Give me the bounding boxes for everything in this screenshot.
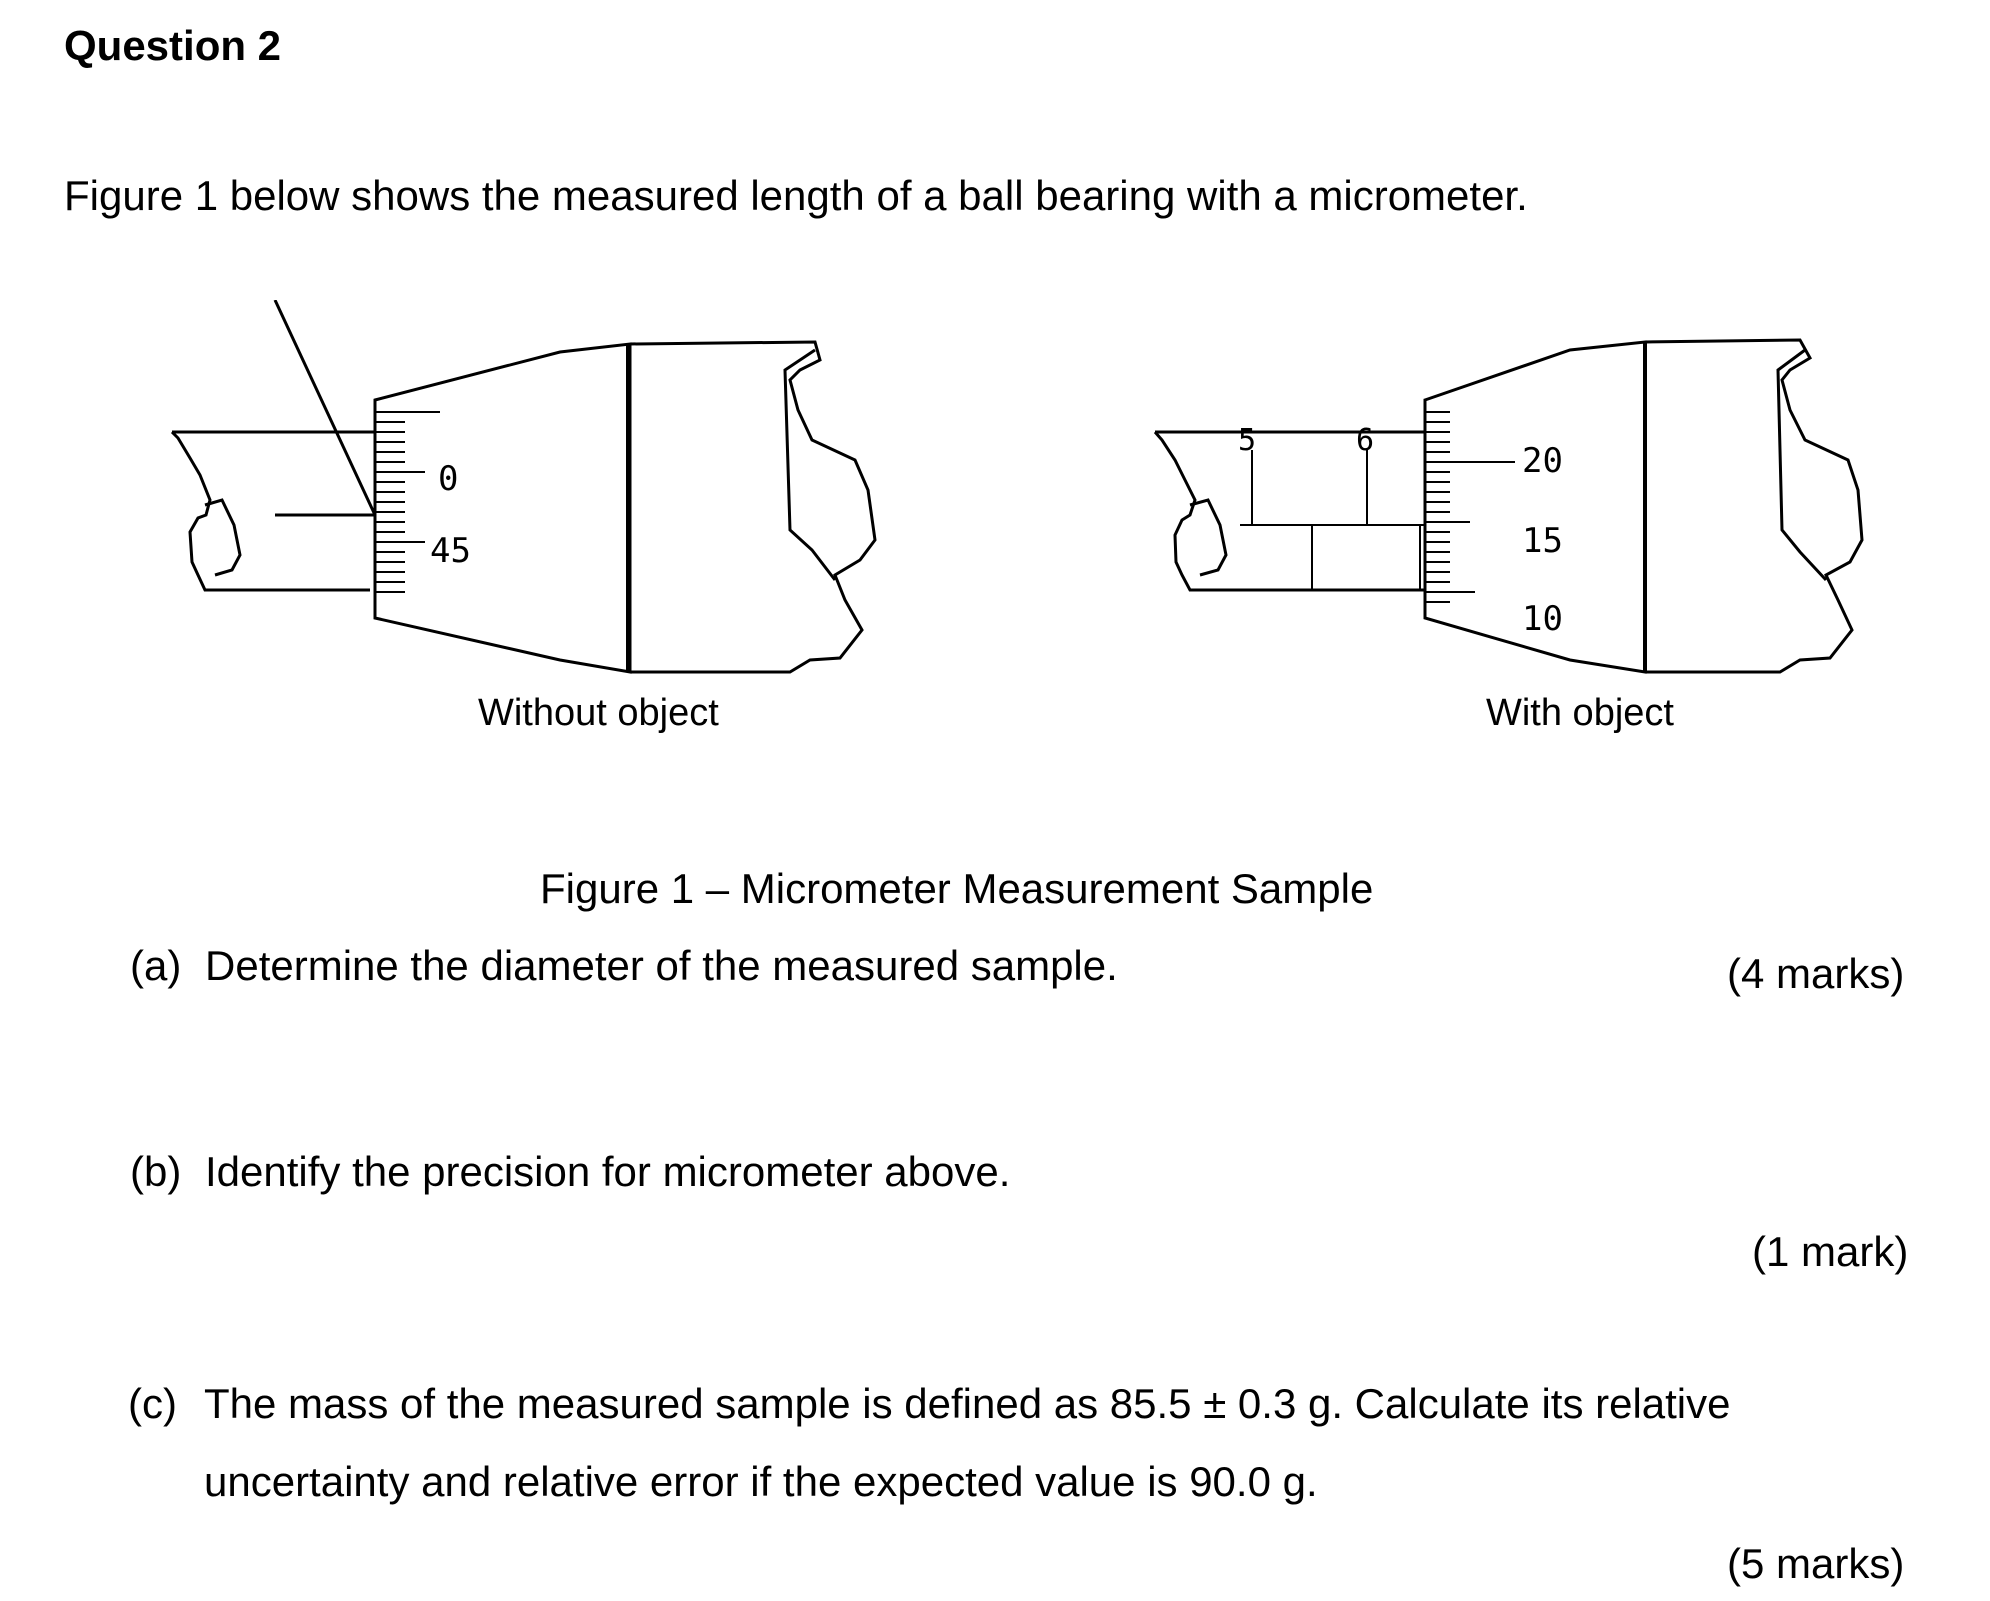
part-b-text: Identify the precision for micrometer ab… [205, 1148, 1011, 1195]
micrometer-with-object [1153, 338, 1864, 674]
part-b-marks: (1 mark) [1752, 1228, 1909, 1275]
right-sleeve-label-6: 6 [1356, 423, 1374, 458]
right-thimble-label-20: 20 [1522, 441, 1563, 481]
caption-without-object: Without object [478, 692, 719, 734]
intro-text: Figure 1 below shows the measured length… [64, 172, 1528, 219]
right-thimble-label-15: 15 [1522, 521, 1563, 561]
left-thimble-label-0: 0 [438, 459, 458, 499]
part-a-marks: (4 marks) [1727, 950, 1905, 997]
right-sleeve-label-5: 5 [1238, 423, 1256, 458]
right-thimble-label-10: 10 [1522, 599, 1563, 639]
caption-with-object: With object [1486, 692, 1674, 734]
part-c-marks: (5 marks) [1727, 1540, 1905, 1587]
part-a-label: (a) [130, 942, 182, 989]
part-c-label: (c) [128, 1380, 177, 1427]
question-title: Question 2 [64, 22, 282, 69]
part-c-text-line1: The mass of the measured sample is defin… [204, 1380, 1731, 1427]
part-b-label: (b) [130, 1148, 182, 1195]
micrometer-without-object [170, 299, 877, 674]
micrometer-figure: 0 45 [0, 299, 1990, 780]
figure-caption: Figure 1 – Micrometer Measurement Sample [540, 865, 1374, 912]
part-c-text-line2: uncertainty and relative error if the ex… [204, 1458, 1318, 1505]
left-thimble-label-45: 45 [430, 531, 471, 571]
part-a-text: Determine the diameter of the measured s… [205, 942, 1118, 989]
